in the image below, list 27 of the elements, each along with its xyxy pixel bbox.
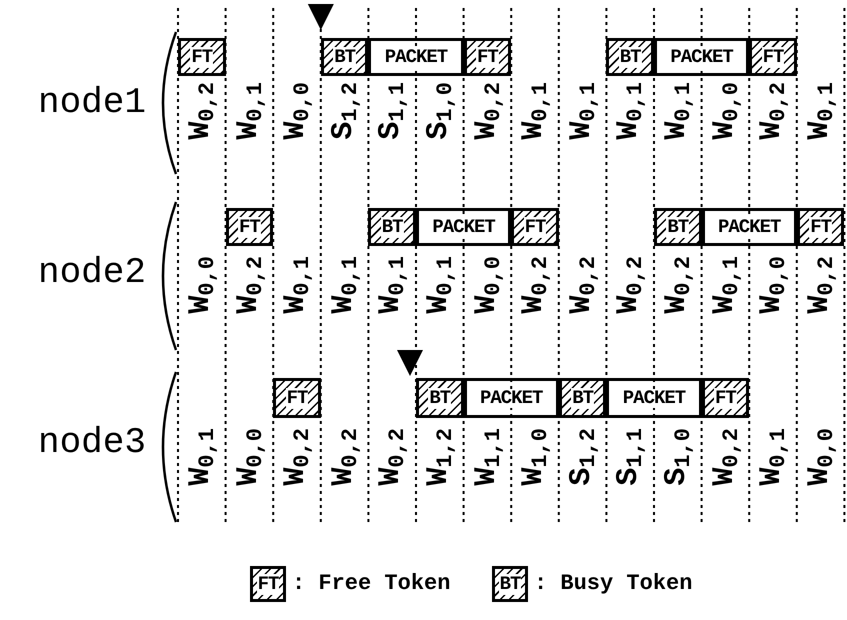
packet-box: PACKET bbox=[654, 38, 750, 76]
token-box: FT bbox=[226, 208, 274, 246]
token-box: FT bbox=[178, 38, 226, 76]
token-box: BT bbox=[320, 38, 368, 76]
token-box: BT bbox=[416, 378, 464, 418]
token-box: BT bbox=[492, 566, 528, 602]
token-box: FT bbox=[273, 378, 321, 418]
token-box: FT bbox=[464, 38, 512, 76]
packet-box: PACKET bbox=[416, 208, 512, 246]
token-box: FT bbox=[796, 208, 844, 246]
packet-box: PACKET bbox=[464, 378, 559, 418]
legend-text: : Busy Token bbox=[534, 571, 692, 596]
token-box: BT bbox=[368, 208, 416, 246]
token-box: FT bbox=[749, 38, 797, 76]
legend-text: : Free Token bbox=[292, 571, 450, 596]
token-box: BT bbox=[606, 38, 654, 76]
packet-box: PACKET bbox=[606, 378, 702, 418]
row-label: node3 bbox=[38, 422, 146, 463]
token-box: FT bbox=[511, 208, 559, 246]
packet-box: PACKET bbox=[368, 38, 464, 76]
packet-box: PACKET bbox=[702, 208, 797, 246]
token-box: FT bbox=[250, 566, 286, 602]
token-box: FT bbox=[702, 378, 750, 418]
row-label: node1 bbox=[38, 82, 146, 123]
token-box: BT bbox=[654, 208, 702, 246]
token-box: BT bbox=[558, 378, 606, 418]
row-label: node2 bbox=[38, 252, 146, 293]
